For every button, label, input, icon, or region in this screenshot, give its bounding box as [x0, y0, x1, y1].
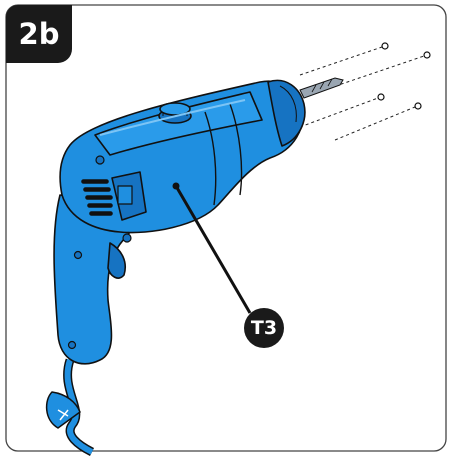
callout-anchor-dot — [172, 182, 180, 190]
panel-border — [5, 4, 447, 452]
drill-illustration — [53, 79, 306, 365]
screw-icon — [377, 93, 385, 101]
cord-icon — [45, 358, 95, 456]
drill-bit — [299, 77, 344, 99]
screw-icon — [381, 42, 389, 50]
callout-t3: T3 — [244, 308, 284, 348]
screw-guide-lines — [299, 46, 425, 141]
screw-icon — [423, 51, 431, 59]
callout-leader-line — [174, 185, 252, 314]
step-badge: 2b — [6, 5, 72, 63]
screw-icon — [414, 102, 422, 110]
